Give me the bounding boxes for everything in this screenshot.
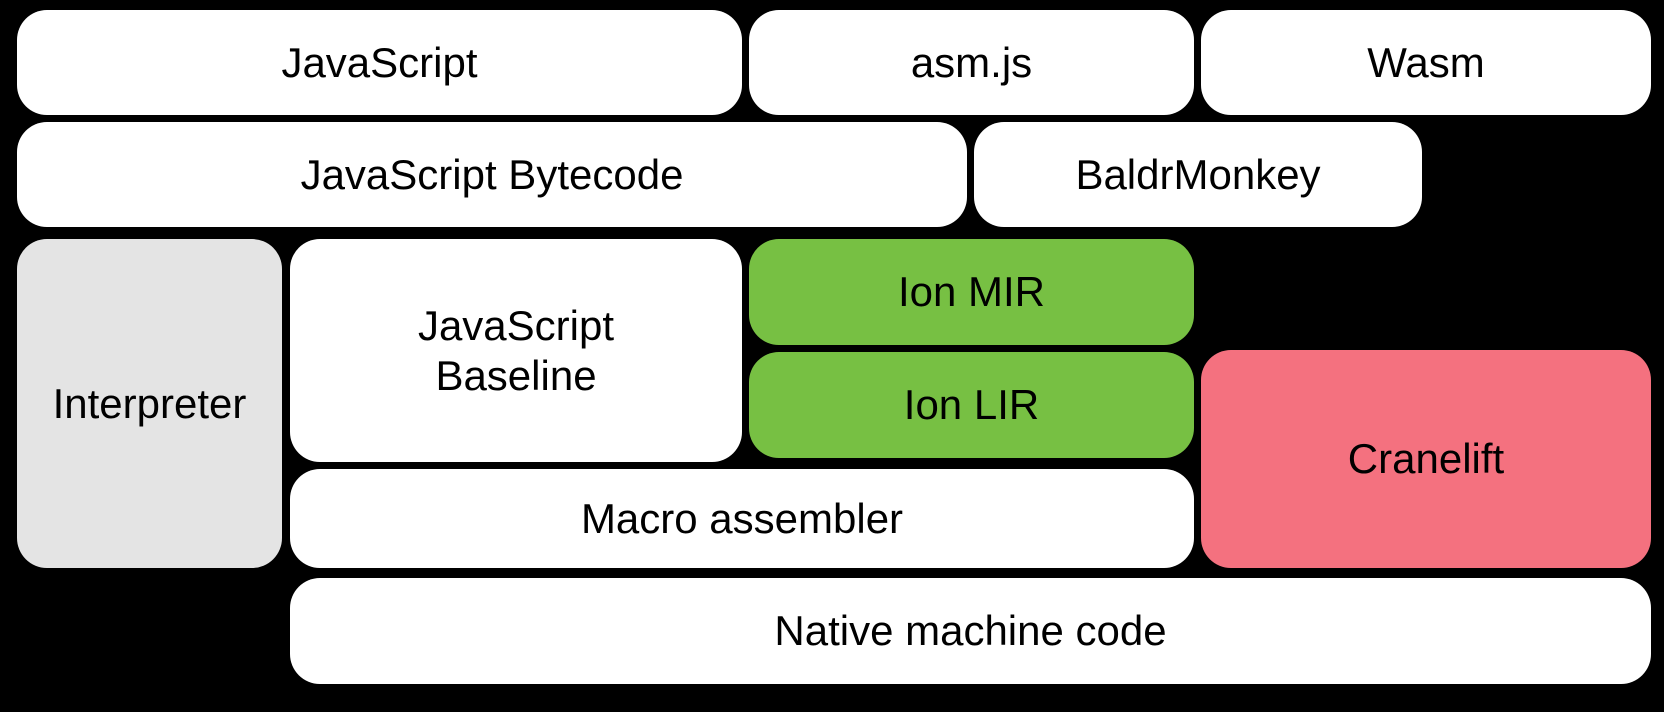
node-cranelift: Cranelift: [1201, 350, 1651, 568]
node-ion-lir: Ion LIR: [749, 352, 1194, 458]
node-ion-mir-label: Ion MIR: [897, 268, 1046, 316]
node-native-machine-code: Native machine code: [290, 578, 1651, 684]
node-baldrmonkey-label: BaldrMonkey: [1075, 150, 1321, 198]
node-asmjs-label: asm.js: [910, 38, 1033, 86]
node-javascript-baseline-label: JavaScript Baseline: [417, 301, 615, 399]
node-baldrmonkey: BaldrMonkey: [974, 122, 1422, 227]
node-javascript-bytecode: JavaScript Bytecode: [17, 122, 967, 227]
node-macro-assembler: Macro assembler: [290, 469, 1194, 568]
node-javascript: JavaScript: [17, 10, 742, 115]
node-ion-lir-label: Ion LIR: [903, 381, 1040, 429]
node-javascript-label: JavaScript: [281, 38, 478, 86]
node-wasm: Wasm: [1201, 10, 1651, 115]
node-cranelift-label: Cranelift: [1347, 435, 1505, 483]
node-wasm-label: Wasm: [1367, 38, 1485, 86]
node-interpreter-label: Interpreter: [52, 379, 247, 427]
node-asmjs: asm.js: [749, 10, 1194, 115]
node-javascript-baseline: JavaScript Baseline: [290, 239, 742, 462]
node-native-machine-code-label: Native machine code: [774, 607, 1167, 655]
node-macro-assembler-label: Macro assembler: [580, 494, 904, 542]
node-interpreter: Interpreter: [17, 239, 282, 568]
node-javascript-bytecode-label: JavaScript Bytecode: [300, 150, 684, 198]
node-ion-mir: Ion MIR: [749, 239, 1194, 345]
